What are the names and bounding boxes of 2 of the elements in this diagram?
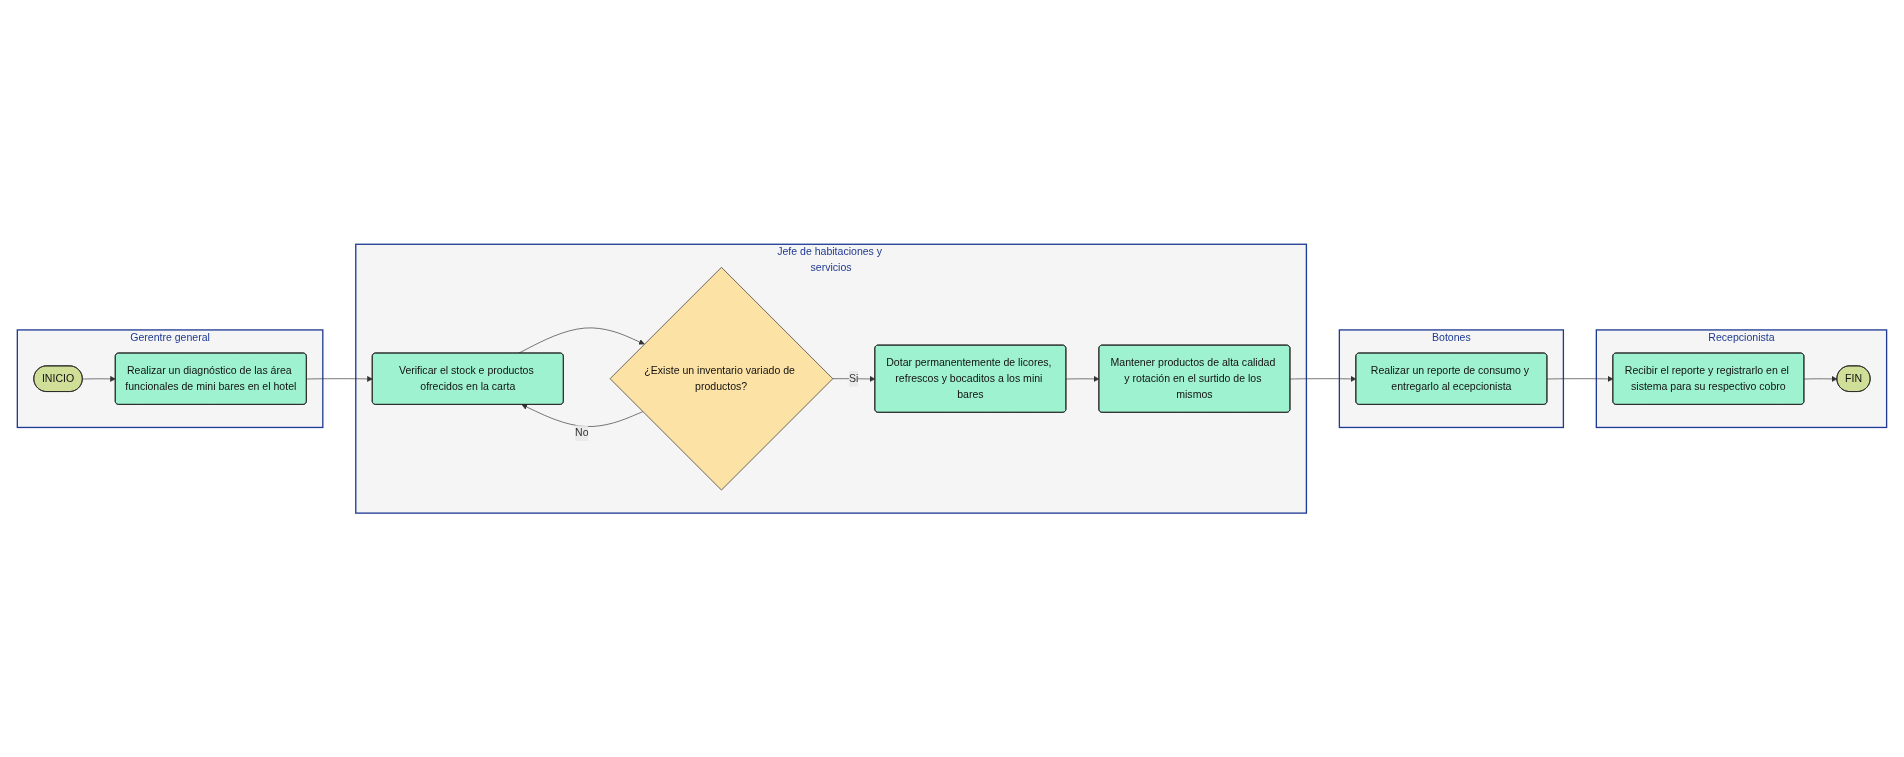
- edge-label: No: [575, 426, 589, 439]
- edge-label: Si: [848, 372, 859, 384]
